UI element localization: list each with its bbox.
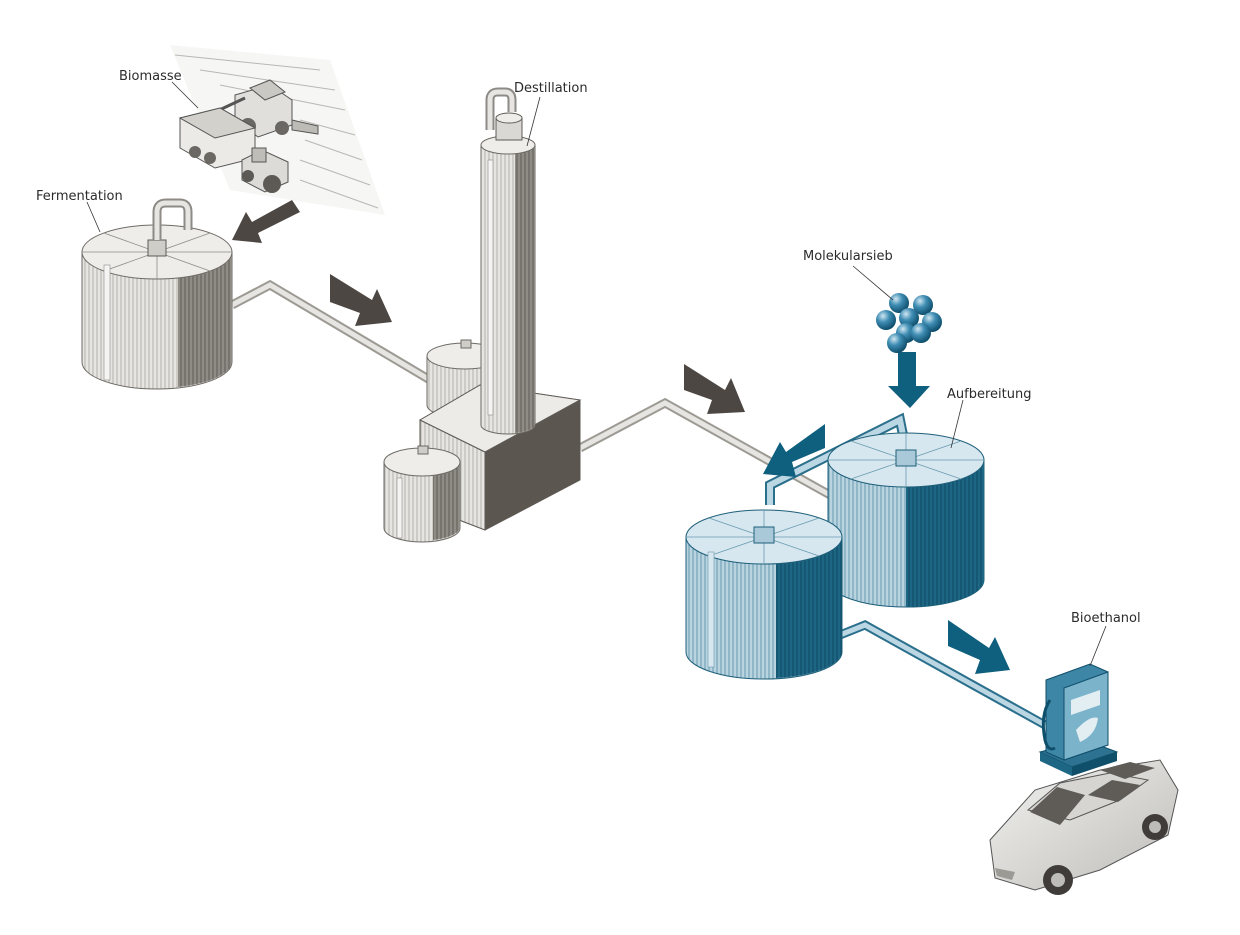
dehydration-tank-back	[827, 432, 985, 608]
bioethanol-leader	[1089, 625, 1107, 667]
biomass-field-illustration	[170, 45, 385, 215]
trailer-icon	[178, 107, 257, 169]
flow-arrow-distillation-to-dehydration	[684, 364, 745, 414]
car-icon	[989, 759, 1179, 895]
fermentation-leader	[86, 201, 101, 233]
tractor-icon	[241, 147, 289, 193]
flow-arrow-fermentation-to-distillation	[330, 274, 392, 326]
fermentation-label: Fermentation	[36, 189, 123, 204]
biomasse-label: Biomasse	[119, 69, 182, 84]
bioethanol-label: Bioethanol	[1071, 611, 1141, 626]
molekularsieb-leader	[852, 265, 894, 301]
distillation-plant	[383, 87, 582, 543]
biomasse-leader	[171, 81, 199, 109]
aufbereitung-leader	[950, 399, 964, 449]
destillation-leader	[526, 96, 541, 147]
fermentation-tank	[81, 198, 233, 390]
flow-arrow-sieve-down	[888, 352, 930, 408]
destillation-label: Destillation	[514, 81, 588, 96]
aufbereitung-label: Aufbereitung	[947, 387, 1031, 402]
dehydration-tank-front	[685, 509, 843, 680]
flow-arrow-biomass-to-fermentation	[232, 200, 300, 243]
fuel-pump-icon	[1038, 663, 1119, 776]
molekularsieb-label: Molekularsieb	[803, 249, 893, 264]
flow-arrow-to-pump	[948, 620, 1010, 674]
flow-arrow-tank-to-tank	[763, 424, 825, 477]
molecular-sieve-spheres	[876, 293, 942, 353]
